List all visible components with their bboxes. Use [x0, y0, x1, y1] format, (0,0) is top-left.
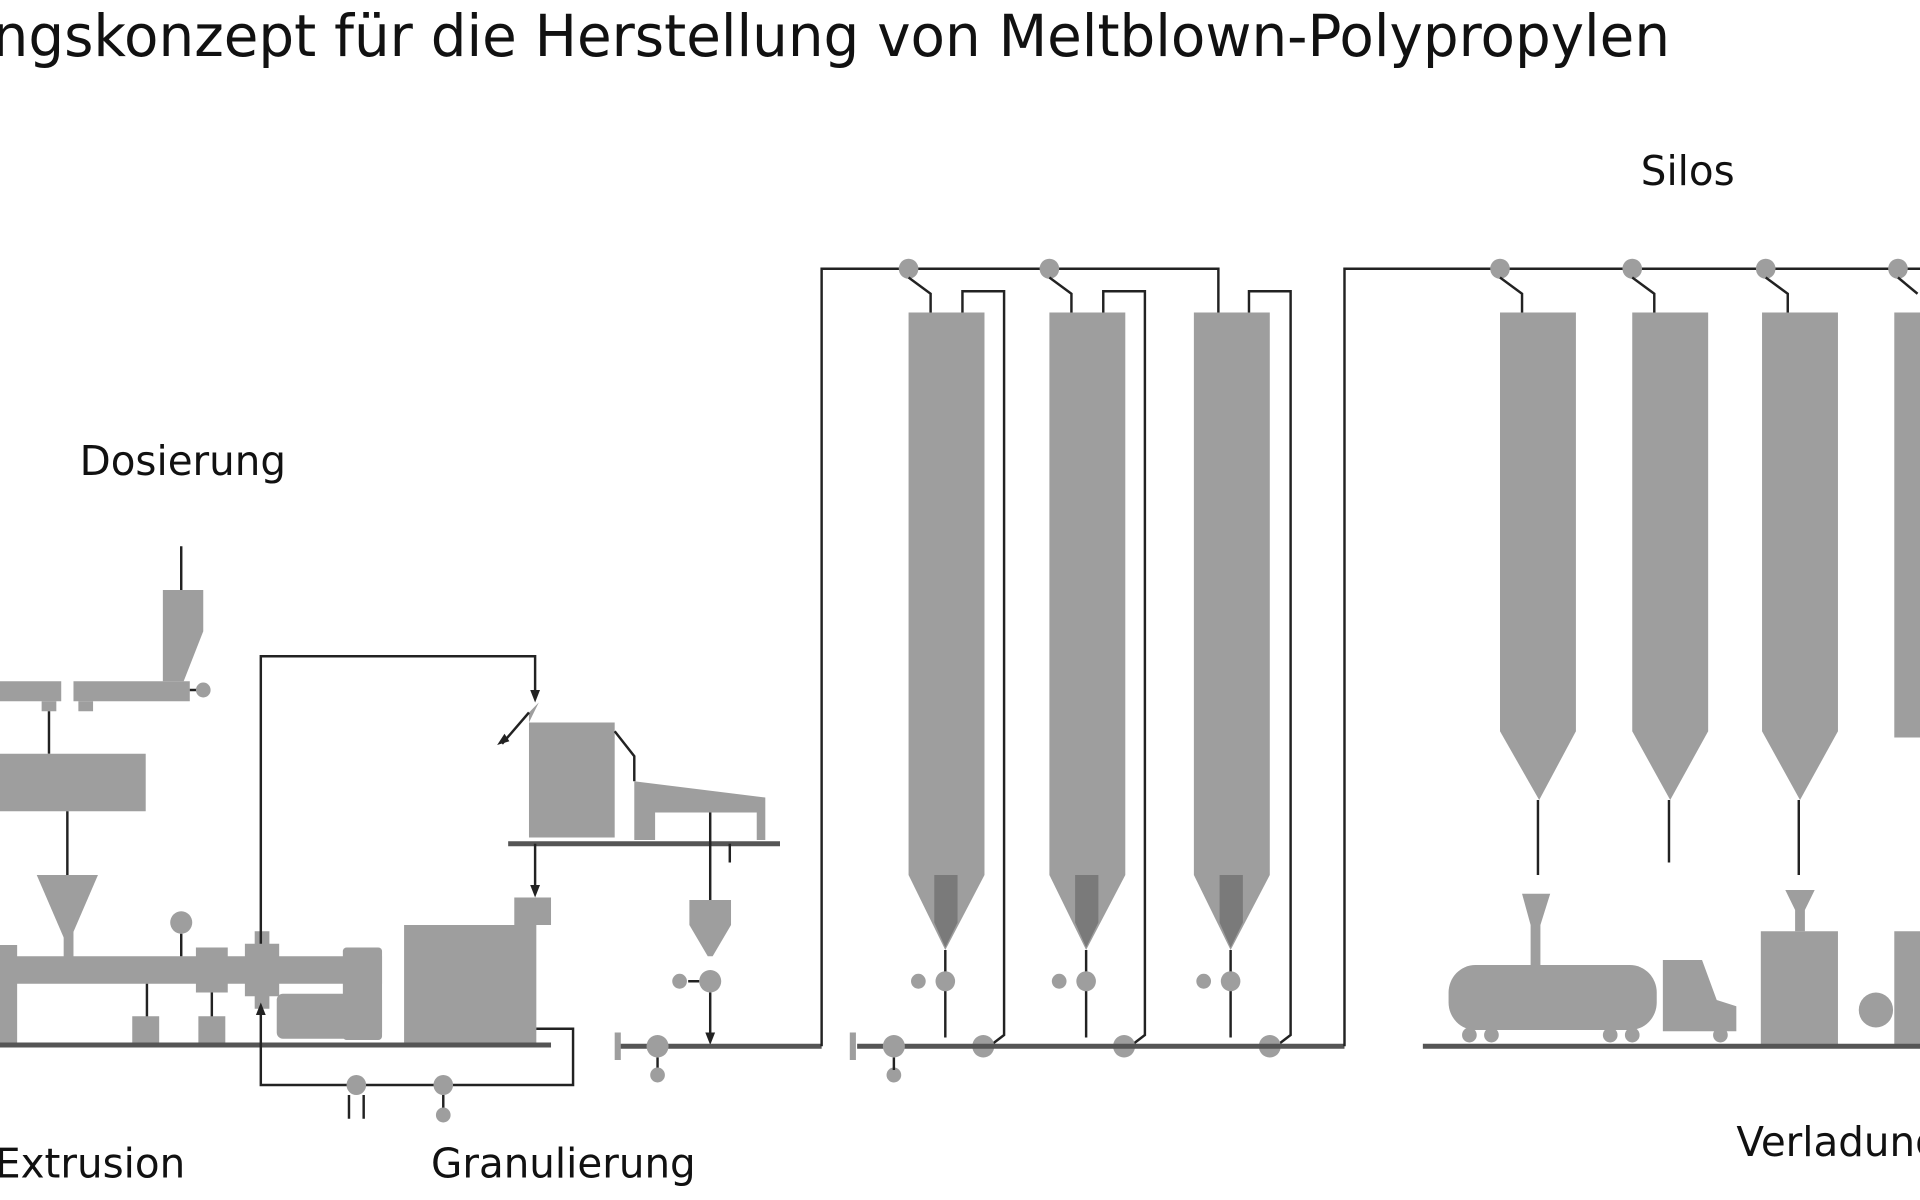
label-verladung: Verladung — [1736, 1118, 1920, 1166]
diagram-title: ngskonzept für die Herstellung von Meltb… — [0, 4, 1670, 71]
granulation-unit — [497, 702, 822, 1083]
label-extrusion: Extrusion — [0, 1139, 185, 1187]
silo-group-2 — [1343, 258, 1920, 1049]
dosing-unit — [0, 546, 211, 938]
label-granulierung: Granulierung — [431, 1139, 696, 1187]
silo-group-1 — [820, 258, 1345, 1083]
label-dosierung: Dosierung — [80, 437, 286, 485]
extruder — [0, 655, 575, 1123]
label-silos: Silos — [1641, 147, 1735, 195]
